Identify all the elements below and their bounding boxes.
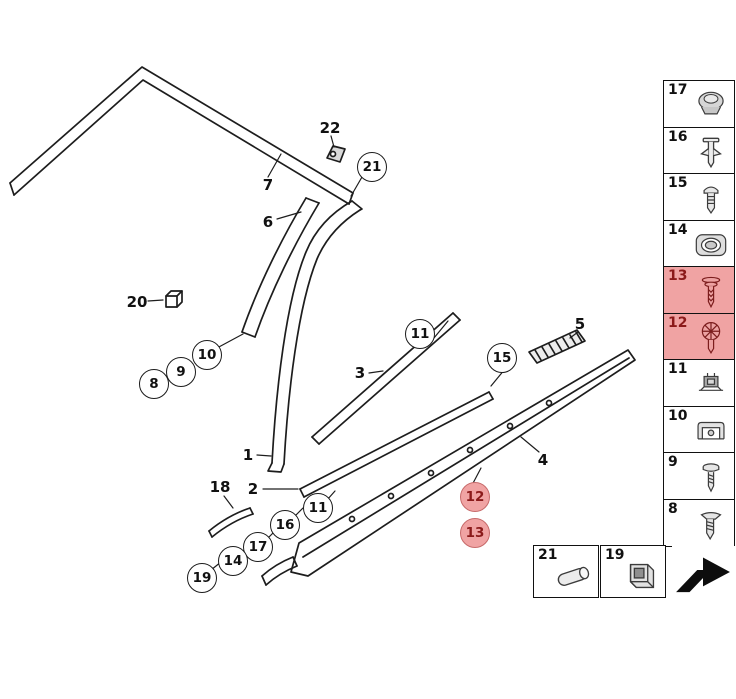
dome-plug-icon (698, 91, 724, 115)
corner-trim-part18 (208, 507, 254, 538)
callout-5[interactable]: 5 (574, 315, 586, 333)
sidebar-cell-16[interactable]: 16 (664, 127, 734, 174)
a-pillar-seal-part7 (9, 66, 354, 205)
sill-end-cap-part (261, 556, 298, 586)
sidebar-cell-number: 12 (668, 314, 688, 331)
callout-7[interactable]: 7 (262, 176, 274, 194)
trim-clip-icon (698, 372, 724, 391)
tube-icon (557, 566, 590, 586)
next-page-arrow[interactable] (672, 546, 736, 598)
sidebar-cell-11[interactable]: 11 (664, 360, 734, 407)
sidebar-cell-number: 17 (668, 82, 688, 98)
window-channel-part6 (241, 197, 320, 338)
sidebar-cell-number: 14 (668, 221, 688, 238)
sidebar-cell-number: 13 (668, 268, 688, 284)
grommet-icon (695, 234, 727, 257)
clip-part22-drawing (326, 145, 346, 163)
pin-clip-icon (700, 137, 722, 169)
callout-17[interactable]: 17 (243, 532, 273, 562)
callout-9[interactable]: 9 (166, 357, 196, 387)
callout-11[interactable]: 11 (405, 319, 435, 349)
callout-11[interactable]: 11 (303, 493, 333, 523)
sidebar-cell-17[interactable]: 17 (664, 81, 734, 128)
sidebar-cell-number: 11 (668, 361, 688, 377)
parts-thumbnail-sidebar: 17 16 15 14 13 12 11 10 9 8 (663, 80, 735, 547)
legend-cell-number: 21 (538, 547, 558, 563)
sidebar-cell-12[interactable]: 12 (664, 313, 734, 360)
callout-12-highlighted[interactable]: 12 (460, 482, 490, 512)
torx-screw-icon (700, 512, 722, 541)
tread-plate-part5 (528, 329, 586, 364)
sidebar-cell-number: 9 (668, 454, 678, 470)
callout-8[interactable]: 8 (139, 369, 169, 399)
fan-clip-icon (701, 321, 721, 354)
sidebar-cell-10[interactable]: 10 (664, 406, 734, 453)
legend-cell-21[interactable]: 21 (533, 545, 599, 598)
sidebar-cell-number: 16 (668, 128, 688, 145)
rivet-icon (703, 185, 719, 214)
callout-14[interactable]: 14 (218, 546, 248, 576)
legend-cell-19[interactable]: 19 (600, 545, 666, 598)
callout-4[interactable]: 4 (537, 451, 549, 469)
callout-1[interactable]: 1 (242, 446, 254, 464)
legend-cell-number: 19 (605, 547, 625, 563)
callout-21[interactable]: 21 (357, 152, 387, 182)
sidebar-cell-15[interactable]: 15 (664, 174, 734, 221)
pan-screw-icon (702, 462, 720, 492)
callout-6[interactable]: 6 (262, 213, 274, 231)
callout-19[interactable]: 19 (187, 563, 217, 593)
sidebar-cell-number: 15 (668, 175, 688, 191)
clamp-icon (697, 421, 725, 440)
sidebar-cell-8[interactable]: 8 (664, 499, 734, 546)
callout-15[interactable]: 15 (487, 343, 517, 373)
sidebar-cell-13[interactable]: 13 (664, 267, 734, 314)
callout-22[interactable]: 22 (319, 119, 341, 137)
sidebar-cell-number: 8 (668, 500, 678, 517)
callout-20[interactable]: 20 (126, 293, 148, 311)
callout-2[interactable]: 2 (247, 480, 259, 498)
entrance-strip-part2 (299, 391, 494, 498)
sidebar-cell-14[interactable]: 14 (664, 220, 734, 267)
next-page-arrow-icon (676, 557, 730, 593)
door-opening-seal-part1 (267, 200, 363, 473)
expansion-rivet-icon (701, 276, 721, 308)
sidebar-cell-number: 10 (668, 407, 688, 424)
callout-16[interactable]: 16 (270, 510, 300, 540)
sidebar-cell-9[interactable]: 9 (664, 453, 734, 500)
callout-3[interactable]: 3 (354, 364, 366, 382)
cube-part20-drawing (165, 290, 183, 308)
callout-18[interactable]: 18 (209, 478, 231, 496)
channel-icon (629, 563, 655, 589)
callout-13-highlighted[interactable]: 13 (460, 518, 490, 548)
callout-10[interactable]: 10 (192, 340, 222, 370)
